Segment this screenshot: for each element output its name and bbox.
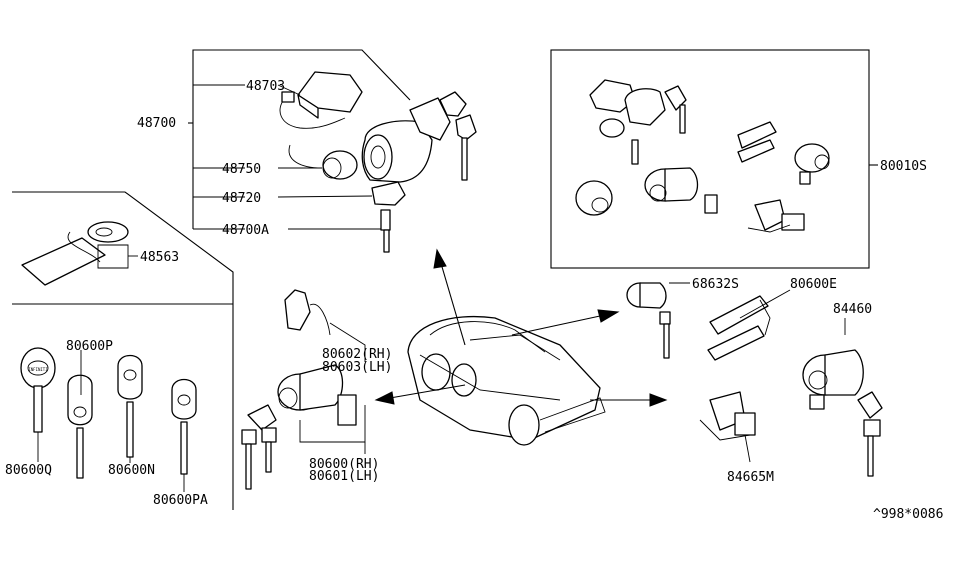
label-80601lh: 80601(LH)	[309, 469, 379, 484]
label-48563: 48563	[140, 250, 179, 265]
leader-lines	[37, 84, 846, 492]
key-brand-logo: INFINITI	[28, 367, 48, 372]
direction-arrows	[374, 248, 668, 407]
label-80600rh: 80600(RH)	[309, 457, 379, 472]
lock-set-box	[550, 49, 878, 269]
diagram-code: ^998*0086	[873, 507, 943, 522]
lock-set-illustration	[575, 79, 830, 233]
label-80600p: 80600P	[66, 339, 113, 354]
label-48703: 48703	[246, 79, 285, 94]
door-lock-illustration	[241, 289, 357, 490]
label-48700a: 48700A	[222, 223, 269, 238]
label-80603lh: 80603(LH)	[322, 360, 392, 375]
ignition-group-box	[188, 49, 411, 230]
label-80600pa: 80600PA	[153, 493, 208, 508]
label-80600e: 80600E	[790, 277, 837, 292]
label-80600n: 80600N	[108, 463, 155, 478]
label-68632s: 68632S	[692, 277, 739, 292]
ignition-lock-assembly	[279, 71, 477, 253]
label-80600q: 80600Q	[5, 463, 52, 478]
label-48700: 48700	[137, 116, 176, 131]
part-labels: 48703 48700 48750 48720 48700A 48563 800…	[5, 79, 943, 522]
key-pouch-illustration	[21, 221, 129, 286]
key-section-frame	[12, 191, 234, 510]
label-84460: 84460	[833, 302, 872, 317]
label-80010s: 80010S	[880, 159, 927, 174]
label-48750: 48750	[222, 162, 261, 177]
label-48720: 48720	[222, 191, 261, 206]
right-parts-illustration	[626, 282, 883, 477]
label-84665m: 84665M	[727, 470, 774, 485]
vehicle-illustration	[407, 315, 606, 446]
label-80602rh: 80602(RH)	[322, 347, 392, 362]
